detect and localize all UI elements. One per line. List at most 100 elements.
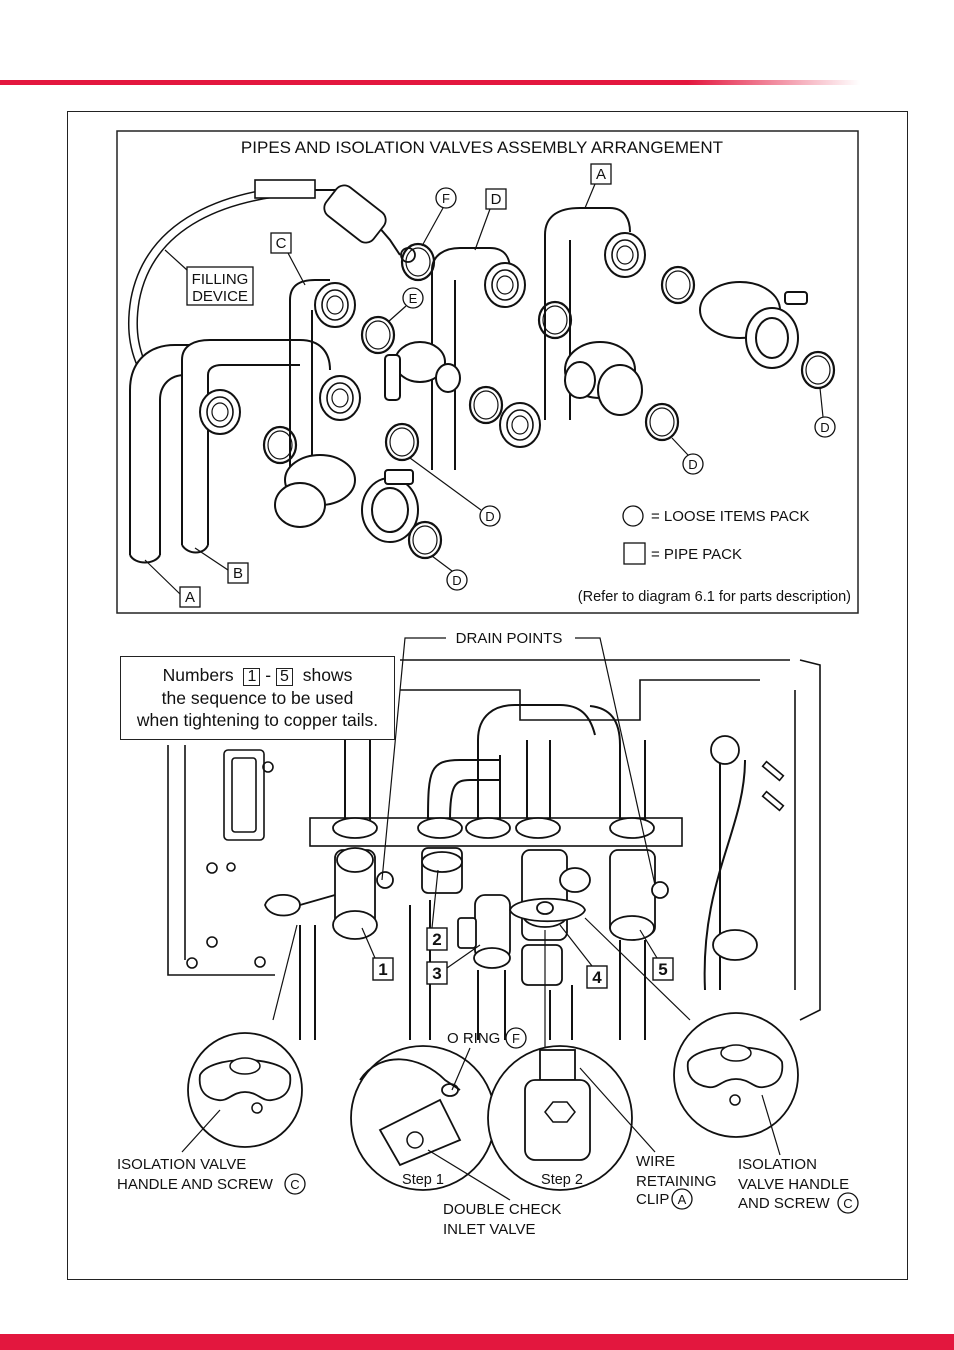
double-check-label-line2: INLET VALVE bbox=[443, 1221, 536, 1238]
sequence-number-1: 1 bbox=[361, 927, 394, 981]
svg-text:D: D bbox=[491, 191, 502, 208]
svg-text:F: F bbox=[442, 191, 450, 206]
sequence-number-5: 5 bbox=[639, 929, 674, 981]
sequence-note-box: Numbers 1 - 5 shows the sequence to be u… bbox=[120, 656, 395, 740]
svg-text:C: C bbox=[276, 235, 287, 252]
svg-text:D: D bbox=[452, 573, 461, 588]
header-red-rule bbox=[0, 80, 860, 85]
double-check-leader bbox=[427, 1149, 511, 1201]
legend-loose-items: = LOOSE ITEMS PACK bbox=[651, 508, 810, 525]
pipe-label-d-top: D bbox=[474, 188, 507, 251]
pipe-label-b: B bbox=[194, 547, 249, 584]
o-ring-leader bbox=[451, 1047, 471, 1091]
pipe-c bbox=[289, 279, 330, 470]
detail-left-handle bbox=[187, 1032, 303, 1148]
svg-text:E: E bbox=[409, 291, 418, 306]
sequence-number-2: 2 bbox=[426, 869, 448, 951]
valve-5 bbox=[609, 735, 758, 961]
detail-leaders bbox=[272, 917, 691, 1050]
left-handle-label-line1: ISOLATION VALVE bbox=[117, 1156, 246, 1173]
sequence-note-line1: Numbers 1 - 5 shows bbox=[121, 664, 394, 687]
pipe-label-a-bottom: A bbox=[144, 559, 201, 608]
right-handle-leader bbox=[761, 1094, 781, 1156]
filling-valve bbox=[384, 341, 461, 401]
sequence-note-line3: when tightening to copper tails. bbox=[136, 710, 379, 730]
blank-cap bbox=[499, 402, 541, 448]
boiler-chassis bbox=[167, 659, 821, 1021]
o-ring-code: F bbox=[512, 1031, 520, 1046]
sequence-note-first: 1 bbox=[243, 668, 261, 686]
seal-label-d2: D bbox=[431, 555, 468, 591]
isolation-valve-right bbox=[699, 281, 808, 369]
wire-clip-label-line2: RETAINING bbox=[636, 1173, 717, 1190]
svg-text:2: 2 bbox=[432, 930, 441, 949]
nut-2 bbox=[319, 375, 361, 421]
top-diagram-title: PIPES AND ISOLATION VALVES ASSEMBLY ARRA… bbox=[241, 138, 723, 157]
valve-4 bbox=[509, 849, 591, 986]
o-ring-code-circle bbox=[505, 1027, 527, 1049]
valve-3 bbox=[457, 894, 511, 969]
copper-tails bbox=[299, 900, 646, 1040]
drain-points-label: DRAIN POINTS bbox=[456, 630, 563, 647]
legend-circle-icon bbox=[622, 505, 644, 527]
valve-2 bbox=[421, 847, 463, 894]
svg-text:3: 3 bbox=[432, 964, 441, 983]
nut-4 bbox=[484, 262, 526, 308]
sequence-number-3: 3 bbox=[426, 944, 481, 985]
wire-clip-code: A bbox=[678, 1192, 687, 1207]
filling-device-label-box bbox=[186, 266, 254, 306]
right-handle-label-line3: AND SCREW bbox=[738, 1195, 831, 1212]
svg-text:D: D bbox=[485, 509, 494, 524]
filling-device-label-line2: DEVICE bbox=[192, 288, 248, 305]
nut-5 bbox=[604, 232, 646, 278]
detail-step1 bbox=[350, 1045, 496, 1191]
legend-pipe-pack: = PIPE PACK bbox=[651, 546, 742, 563]
seal-label-d1: D bbox=[409, 457, 501, 527]
drain-points-leaders bbox=[381, 637, 656, 886]
svg-text:D: D bbox=[688, 457, 697, 472]
svg-text:A: A bbox=[596, 166, 606, 183]
valve-1 bbox=[264, 847, 394, 940]
nut-3 bbox=[314, 282, 356, 328]
svg-text:4: 4 bbox=[592, 968, 602, 987]
seal-label-f: F bbox=[421, 187, 457, 247]
legend-square-icon bbox=[623, 542, 646, 565]
wire-clip-code-circle bbox=[671, 1188, 693, 1210]
sequence-note-prefix: Numbers bbox=[162, 665, 234, 685]
left-handle-label-line2: HANDLE AND SCREW bbox=[117, 1176, 274, 1193]
wire-clip-label-line1: WIRE bbox=[636, 1153, 675, 1170]
detail-right-handle bbox=[673, 1012, 799, 1138]
nut-1 bbox=[199, 389, 241, 435]
seal-label-d3: D bbox=[671, 437, 704, 475]
left-handle-code-circle bbox=[284, 1173, 306, 1195]
sequence-number-4: 4 bbox=[559, 924, 608, 989]
isolation-valve-middle bbox=[564, 341, 643, 416]
seal-label-d4: D bbox=[814, 387, 836, 438]
right-handle-code: C bbox=[843, 1196, 852, 1211]
wire-clip-label-line3: CLIP bbox=[636, 1191, 669, 1208]
pipe-label-c: C bbox=[270, 232, 306, 286]
sequence-note-line2: the sequence to be used bbox=[161, 687, 354, 708]
svg-text:A: A bbox=[185, 589, 195, 606]
footer-red-bar bbox=[0, 1334, 954, 1350]
svg-text:5: 5 bbox=[658, 960, 667, 979]
svg-text:B: B bbox=[233, 565, 243, 582]
right-handle-label-line1: ISOLATION bbox=[738, 1156, 817, 1173]
left-handle-leader bbox=[181, 1109, 221, 1153]
step2-label: Step 2 bbox=[541, 1172, 583, 1188]
svg-text:1: 1 bbox=[378, 960, 387, 979]
filling-device-label-line1: FILLING bbox=[192, 271, 249, 288]
double-check-label-line1: DOUBLE CHECK bbox=[443, 1201, 561, 1218]
refer-note: (Refer to diagram 6.1 for parts descript… bbox=[578, 589, 851, 605]
right-handle-label-line2: VALVE HANDLE bbox=[738, 1176, 849, 1193]
detail-step2 bbox=[487, 1045, 633, 1191]
seal-label-e: E bbox=[387, 287, 424, 323]
sequence-note-last: 5 bbox=[275, 668, 293, 686]
sequence-note-suffix: shows bbox=[302, 665, 353, 685]
figure-frame bbox=[67, 111, 908, 1280]
isolation-valve-left bbox=[274, 454, 419, 543]
sequence-note-dash: - bbox=[265, 665, 272, 685]
o-ring-label: O RING bbox=[447, 1030, 500, 1047]
svg-text:D: D bbox=[820, 420, 829, 435]
